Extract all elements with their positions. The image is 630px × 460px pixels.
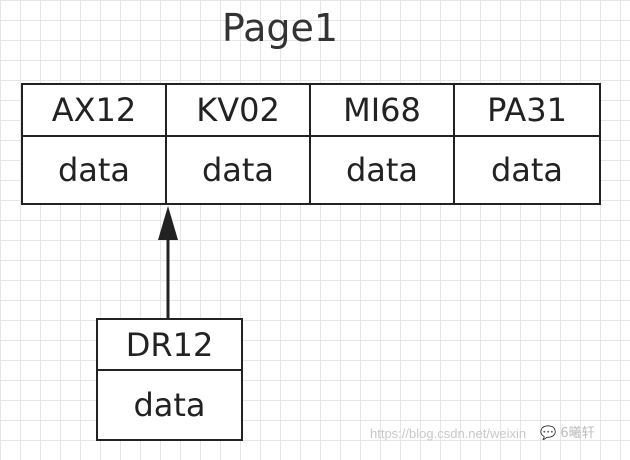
watermark-logo-text: 6曦轩 [560,426,595,441]
page-entry-key-3: MI68 [311,85,455,137]
record-key: DR12 [98,320,241,371]
page-entry-key-4: PA31 [455,85,599,137]
page-entry-key-2: KV02 [167,85,311,137]
chat-bubble-icon: 💬 [540,426,557,441]
page-entry-value-1: data [23,137,167,203]
page-title: Page1 [221,6,339,50]
page-entry-key-1: AX12 [23,85,167,137]
page-entry-value-2: data [167,137,311,203]
page-entries-table: AX12 KV02 MI68 PA31 data data data data [21,83,601,205]
record-box: DR12 data [96,318,243,441]
page-entry-value-3: data [311,137,455,203]
arrow-head-icon [158,206,178,240]
watermark-logo: 💬 6曦轩 [540,422,595,441]
record-value: data [133,386,206,424]
watermark-url: https://blog.csdn.net/weixin [370,426,527,441]
page-entry-value-4: data [490,151,564,189]
